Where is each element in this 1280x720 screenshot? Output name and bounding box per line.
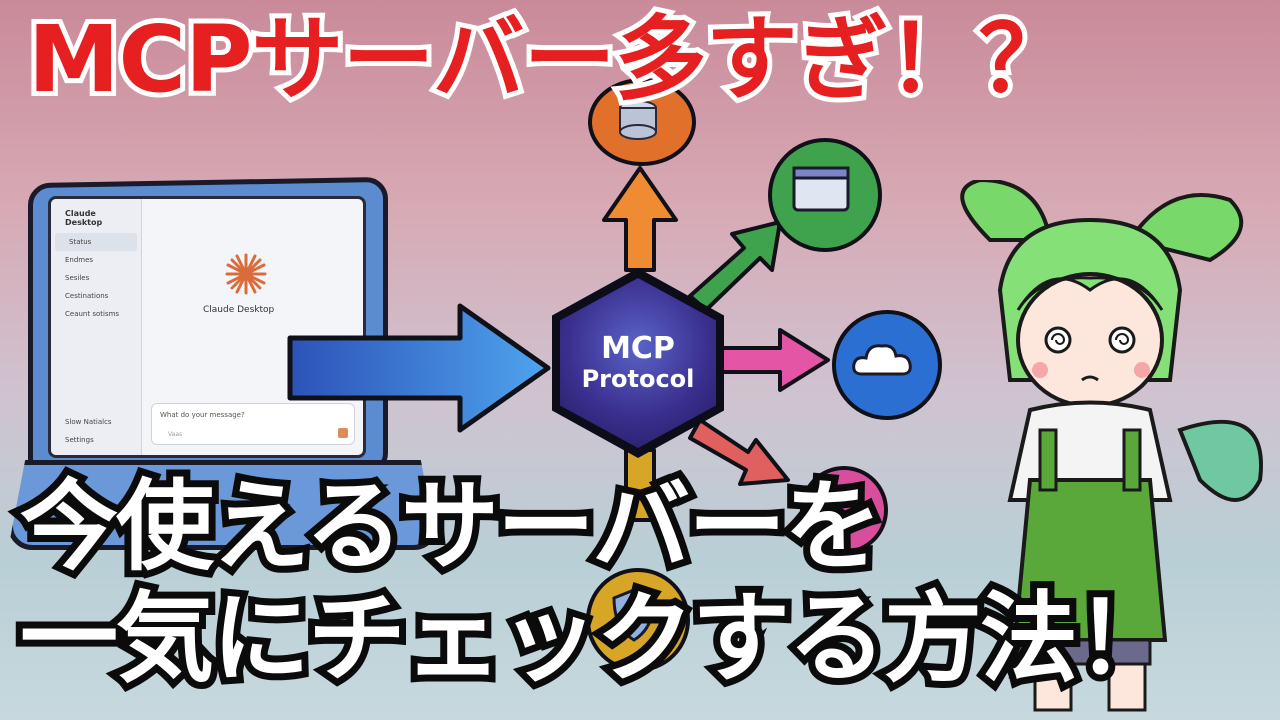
send-button[interactable]: [338, 428, 348, 438]
browser-window-icon: [768, 138, 882, 252]
headline-top: MCPサーバー多すぎ！？: [23, 6, 1076, 113]
cloud-icon: [832, 310, 942, 420]
sidebar-title: Claude Desktop: [65, 209, 103, 227]
sidebar-item[interactable]: Sesiles: [65, 274, 90, 282]
orange-arrow: [602, 166, 678, 272]
headline-bottom-line1: 今使えるサーバーを: [13, 470, 889, 584]
database-icon: [588, 78, 696, 166]
pink-node-icon: [800, 466, 888, 554]
hub-line1: MCP: [601, 331, 675, 367]
laptop-screen: Claude Desktop Status Endmes Sesiles Ces…: [48, 196, 366, 458]
pink-arrow: [716, 328, 830, 392]
laptop-keyboard-base: [8, 460, 438, 550]
hub-line2: Protocol: [581, 365, 695, 394]
message-input[interactable]: What do your message? Vaas: [151, 403, 355, 445]
blue-arrow: [287, 303, 551, 433]
sidebar-item-settings[interactable]: Settings: [65, 436, 94, 444]
message-attachment-label: Vaas: [168, 431, 183, 438]
sidebar-item[interactable]: Cestinations: [65, 292, 109, 300]
sidebar-item[interactable]: Ceaunt sotisms: [65, 310, 120, 318]
claude-logo-icon: [225, 253, 267, 295]
green-arrow: [688, 220, 782, 312]
app-main: Claude Desktop What do your message? Vaa…: [143, 199, 363, 455]
mcp-protocol-hub: MCP Protocol: [560, 278, 716, 448]
app-sidebar: Claude Desktop Status Endmes Sesiles Ces…: [51, 199, 142, 455]
headline-bottom-line2: 一気にチェックする方法！: [13, 582, 1181, 696]
app-center-title: Claude Desktop: [203, 305, 275, 315]
red-arrow: [688, 418, 790, 486]
zundamon-character-illustration: [960, 180, 1263, 712]
shield-icon: [586, 568, 690, 672]
sidebar-item[interactable]: Status: [55, 233, 137, 251]
sidebar-item[interactable]: Slow Natialcs: [65, 418, 112, 426]
sidebar-item[interactable]: Endmes: [65, 256, 94, 264]
message-placeholder: What do your message?: [160, 411, 245, 419]
